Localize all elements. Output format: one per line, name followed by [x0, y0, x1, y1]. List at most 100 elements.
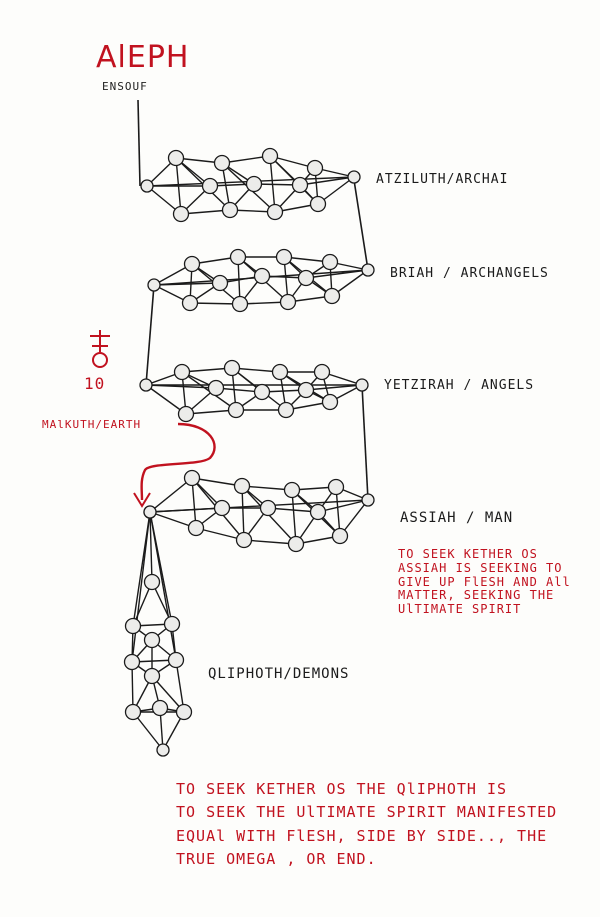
atziluth-node: [167, 149, 185, 167]
assiah-note-line: UlTIMATE SPIRIT: [398, 602, 522, 617]
world-label-assiah: ASSIAH / MAN: [400, 510, 514, 526]
assiah-node: [331, 527, 349, 545]
yetzirah-edge: [181, 367, 233, 373]
yetzirah-edge: [185, 409, 237, 415]
page-title: AlEPH: [96, 40, 190, 75]
yetzirah-node: [313, 363, 331, 381]
qliphoth-node: [143, 505, 157, 519]
assiah-edge: [191, 477, 243, 487]
atziluth-briah-connector: [353, 179, 369, 271]
assiah-edge: [191, 477, 197, 529]
yetzirah-node: [173, 363, 191, 381]
atziluth-edge: [299, 176, 355, 186]
assiah-edge: [317, 499, 369, 513]
symbol-number: 10: [84, 374, 106, 393]
assiah-node: [361, 493, 375, 507]
assiah-node: [235, 531, 253, 549]
atziluth-node: [172, 205, 190, 223]
qliphoth-edge: [149, 511, 177, 661]
qliphoth-label: QLIPHOTH/DEMONS: [208, 666, 350, 682]
briah-node: [231, 295, 249, 313]
assiah-note-line: ASSIAH IS SEEKING TO: [398, 560, 563, 575]
world-label-yetzirah: YETZIRAH / ANGELS: [384, 378, 535, 393]
assiah-node: [183, 469, 201, 487]
qliphoth-edge: [131, 661, 134, 713]
atziluth-node: [347, 170, 361, 184]
briah-node: [229, 248, 247, 266]
briah-node: [181, 294, 199, 312]
atziluth-node: [306, 159, 324, 177]
assiah-note-line: GIVE UP FlESH AND All: [398, 574, 571, 589]
atziluth-node: [221, 201, 239, 219]
qliphoth-node: [123, 653, 141, 671]
qliphoth-note-line: EQUAl WITH FlESH, SIDE BY SIDE.., THE: [176, 826, 548, 845]
briah-edge: [189, 302, 241, 305]
assiah-node: [233, 477, 251, 495]
atziluth-node: [245, 175, 263, 193]
briah-node: [253, 267, 271, 285]
assiah-node: [259, 499, 277, 517]
atziluth-node: [140, 179, 154, 193]
qliphoth-node: [143, 667, 161, 685]
yetzirah-node: [253, 383, 271, 401]
qliphoth-node: [156, 743, 170, 757]
assiah-edge: [241, 485, 293, 491]
qliphoth-node: [175, 703, 193, 721]
briah-node: [147, 278, 161, 292]
sephirot-nodes: [123, 147, 375, 757]
assiah-edge: [335, 486, 341, 537]
briah-node: [297, 269, 315, 287]
world-label-atziluth: ATZILUTH/ARCHAI: [376, 172, 509, 187]
assiah-node: [327, 478, 345, 496]
yetzirah-node: [177, 405, 195, 423]
connection-lines: [131, 155, 369, 751]
yetzirah-node: [139, 378, 153, 392]
assiah-edge: [291, 489, 297, 545]
assiah-note-line: TO SEEK KETHER OS: [398, 547, 538, 561]
world-label-briah: BRIAH / ARCHANGELS: [390, 266, 549, 281]
briah-node: [361, 263, 375, 277]
page-subtitle: ENSOUF: [102, 80, 148, 93]
qliphoth-node: [163, 615, 181, 633]
qliphoth-note-line: TRUE OMEGA , OR END.: [176, 849, 377, 868]
qliphoth-edge: [131, 511, 151, 663]
assiah-edge: [195, 527, 245, 541]
qliphoth-note-line: TO SEEK THE UlTIMATE SPIRIT MANIFESTED: [176, 803, 558, 822]
yetzirah-node: [321, 393, 339, 411]
qliphoth-edge: [175, 659, 185, 713]
briah-node: [323, 287, 341, 305]
cross-circle-symbol-icon: [90, 330, 110, 368]
assiah-note: TO SEEK KETHER OS ASSIAH IS SEEKING TO G…: [398, 547, 571, 617]
atziluth-node: [261, 147, 279, 165]
qliphoth-node: [151, 699, 169, 717]
qliphoth-node: [124, 703, 142, 721]
briah-node: [321, 253, 339, 271]
qliphoth-note: TO SEEK KETHER OS THE QlIPHOTH IS TO SEE…: [176, 778, 557, 871]
yetzirah-assiah-connector: [361, 384, 369, 501]
assiah-edge: [241, 485, 245, 541]
malkuth-label: MAlKUTH/EARTH: [42, 418, 142, 431]
assiah-node: [213, 499, 231, 517]
briah-node: [183, 255, 201, 273]
ensouf-connector: [137, 99, 141, 187]
atziluth-node: [309, 195, 327, 213]
qliphoth-node: [167, 651, 185, 669]
malkuth-arrow: [133, 422, 216, 508]
atziluth-node: [266, 203, 284, 221]
atziluth-edge: [180, 209, 231, 215]
yetzirah-node: [277, 401, 295, 419]
qliphoth-node: [124, 617, 142, 635]
qliphoth-node: [143, 573, 161, 591]
assiah-node: [309, 503, 327, 521]
yetzirah-edge: [145, 384, 187, 415]
assiah-edge: [149, 499, 369, 513]
yetzirah-node: [207, 379, 225, 397]
assiah-node: [283, 481, 301, 499]
qliphoth-edge: [149, 511, 153, 583]
qliphoth-node: [143, 631, 161, 649]
atziluth-node: [291, 176, 309, 194]
atziluth-edge: [175, 157, 182, 215]
assiah-node: [287, 535, 305, 553]
